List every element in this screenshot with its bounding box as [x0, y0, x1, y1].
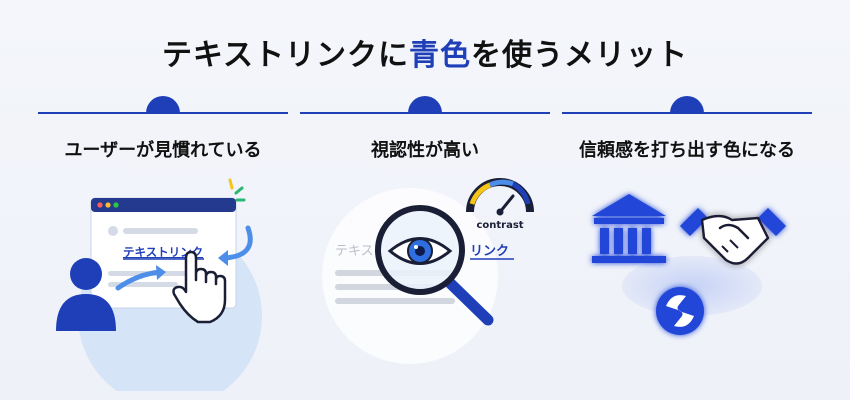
- magnifying-glass-eye-icon: [375, 205, 494, 326]
- gauge-label: contrast: [476, 220, 523, 231]
- divider-dome: [408, 96, 442, 113]
- sparkle-icon: [228, 178, 246, 202]
- brand-coin-icon: [656, 287, 704, 335]
- handshake-icon: [680, 208, 786, 265]
- pointing-hand-cursor-icon: [172, 250, 227, 324]
- benefit-subtitle: 信頼感を打ち出す色になる: [579, 140, 795, 161]
- benefit-subtitle: ユーザーが見慣れている: [64, 140, 262, 161]
- divider-line: [562, 112, 812, 114]
- bank-building-icon: [592, 194, 666, 263]
- divider-line: [300, 112, 550, 114]
- title-accent: 青色: [409, 38, 472, 73]
- ghost-link-right: リンク: [470, 244, 509, 259]
- trust-illustration: [562, 176, 812, 391]
- benefit-subtitle: 視認性が高い: [371, 140, 479, 161]
- benefit-column-familiar: ユーザーが見慣れている テキストリンク: [38, 96, 288, 400]
- title-suffix: を使うメリット: [471, 38, 689, 73]
- divider-dome: [670, 96, 704, 113]
- curved-arrow-icon: [221, 225, 253, 261]
- benefit-column-visibility: 視認性が高い テキス リンク contrast: [300, 96, 550, 396]
- benefit-column-trust: 信頼感を打ち出す色になる: [562, 96, 812, 396]
- page-title: テキストリンクに青色を使うメリット: [0, 30, 850, 74]
- title-prefix: テキストリンクに: [161, 38, 410, 73]
- sample-link-text: テキストリンク: [123, 245, 203, 259]
- divider-line: [38, 112, 288, 114]
- curved-arrow-icon: [115, 269, 163, 291]
- contrast-gauge-icon: [466, 178, 534, 216]
- divider-dome: [146, 96, 180, 113]
- visibility-illustration: テキス リンク contrast: [300, 176, 550, 391]
- familiar-illustration: テキストリンク: [38, 176, 288, 400]
- user-person-icon: [56, 258, 116, 331]
- ghost-text-left: テキス: [335, 244, 374, 259]
